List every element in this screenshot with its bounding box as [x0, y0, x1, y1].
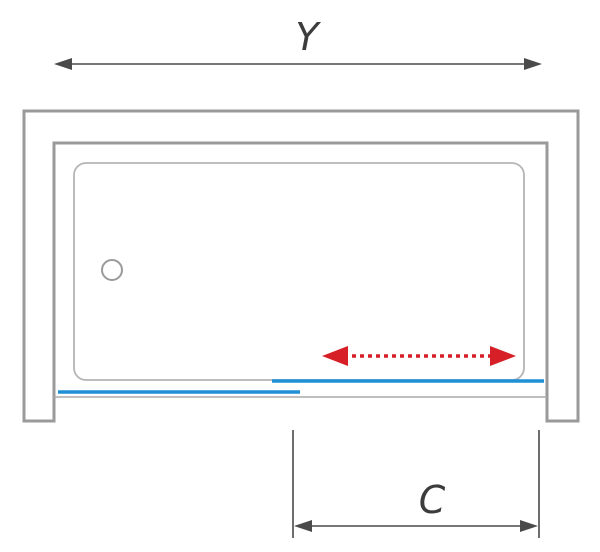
sliding-arrowhead-left [322, 346, 348, 366]
width-arrowhead-left [54, 58, 72, 70]
sliding-arrowhead-right [490, 346, 516, 366]
drain-icon [101, 259, 123, 281]
width-label: Y [295, 15, 321, 59]
width-arrowhead-right [524, 58, 542, 70]
sliding-direction-arrow [322, 346, 516, 366]
wall-outline [22, 109, 580, 423]
opening-arrowhead-left [294, 520, 312, 532]
width-dimension: Y [54, 15, 542, 70]
opening-label: C [419, 478, 446, 522]
opening-dimension: C [292, 430, 540, 538]
opening-arrowhead-right [520, 520, 538, 532]
bathtub-outline [73, 162, 525, 381]
